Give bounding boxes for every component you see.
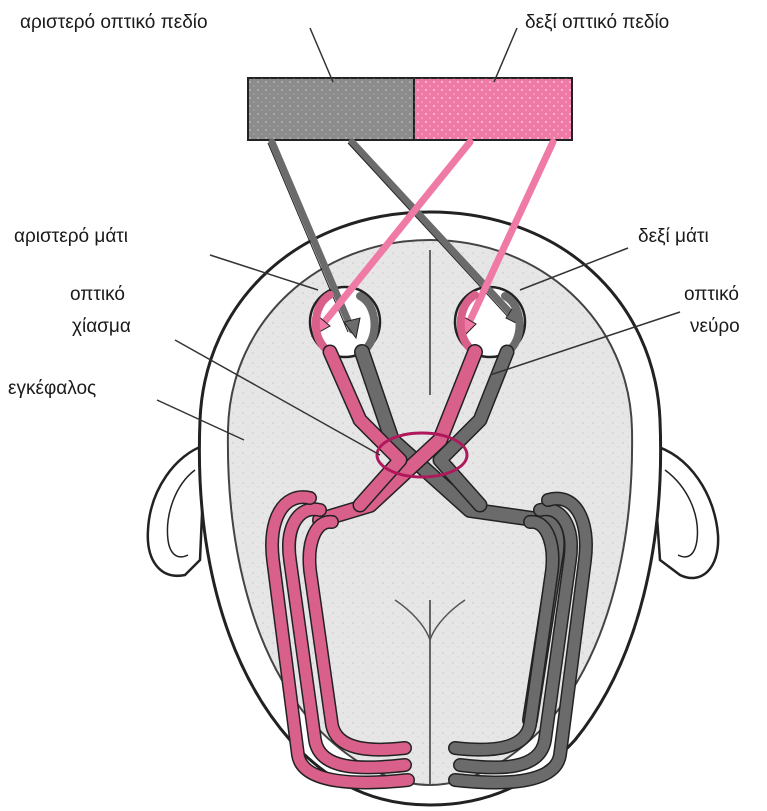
label-right-eye: δεξί μάτι [638,226,709,247]
label-right-visual-field: δεξί οπτικό πεδίο [525,12,669,33]
label-optic-nerve-1: οπτικό [684,284,739,305]
label-left-eye: αριστερό μάτι [14,226,128,247]
label-optic-chiasm-1: οπτικό [70,284,125,305]
label-optic-nerve-2: νεύρο [690,316,740,337]
label-brain: εγκέφαλος [8,378,96,399]
label-optic-chiasm-2: χίασμα [72,316,131,337]
label-left-visual-field: αριστερό οπτικό πεδίο [20,12,208,33]
